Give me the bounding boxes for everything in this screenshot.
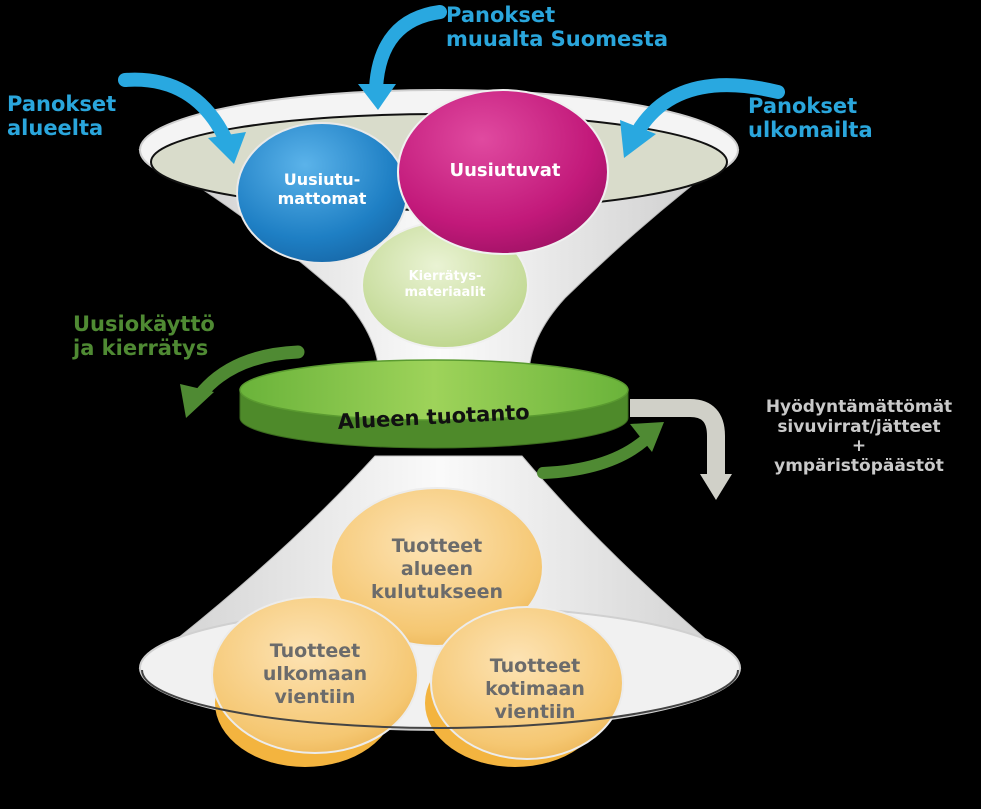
output-funnel-rim — [141, 669, 739, 729]
production-disc — [239, 359, 629, 449]
reuse-arrow — [180, 345, 305, 418]
non-renewable-label: Uusiutu-mattomat — [277, 170, 367, 209]
export-abroad-bubble — [211, 596, 419, 754]
renewable-label: Uusiutuvat — [449, 160, 561, 181]
waste-arrow — [630, 399, 732, 500]
renewable-bubble — [397, 89, 609, 255]
input-arrow-finland — [358, 5, 447, 110]
input-arrow-abroad — [620, 78, 785, 158]
regional-products-bubble — [330, 487, 544, 647]
recycled-label: Kierrätys-materiaalit — [404, 269, 486, 300]
input-arrow-region — [118, 72, 246, 164]
recycle-back-arrow — [537, 422, 664, 479]
